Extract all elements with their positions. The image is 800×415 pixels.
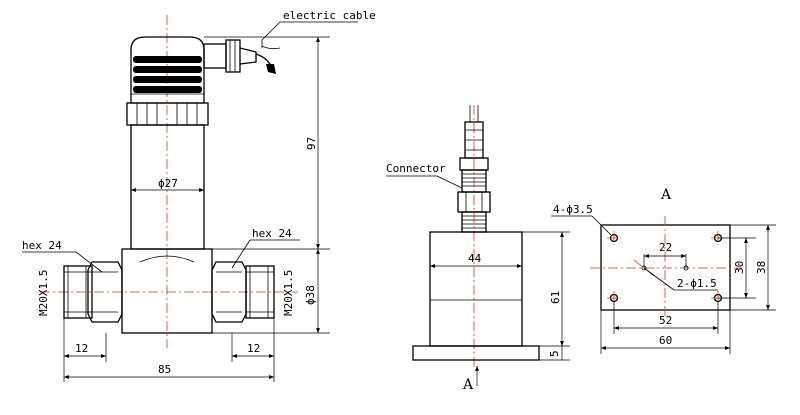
label-diameter-38: ϕ38 [304,285,317,305]
label-plate-height-38: 38 [755,261,768,274]
label-overall-width-85: 85 [158,363,171,376]
label-port-length-right: 12 [247,342,260,355]
label-pin-holes: 2-ϕ1.5 [677,277,717,290]
mounting-plate [600,224,731,311]
side-view: Connector 44 61 5 A [386,105,570,393]
right-process-port [211,261,275,323]
label-hole-spacing-30: 30 [733,261,746,274]
knurled-collar [126,102,209,126]
label-plate-width-60: 60 [659,334,672,347]
label-thread-right: M20X1.5 [282,270,295,316]
left-process-port [63,261,123,323]
label-hex-right: hex 24 [252,227,292,240]
label-mount-holes: 4-ϕ3.5 [553,203,593,216]
label-hole-spacing-52: 52 [659,314,672,327]
label-width-44: 44 [468,252,482,265]
cable-head [130,36,205,104]
front-view: electric cable ϕ27 [22,9,376,382]
side-body [429,231,523,347]
view-a-title: A [660,187,672,203]
pin-holes [633,259,689,277]
label-diameter-27: ϕ27 [158,177,178,190]
label-hole-spacing-22: 22 [659,241,672,254]
label-height-97: 97 [305,137,318,150]
side-base-plate [412,345,540,361]
label-hex-left: hex 24 [22,239,62,252]
label-connector: Connector [386,162,446,175]
label-height-61: 61 [549,291,562,304]
view-a: A 4-ϕ3.5 [551,187,776,354]
section-mark-a: A [462,377,474,393]
label-electric-cable: electric cable [283,9,376,22]
cable-gland [203,39,281,74]
connector-assembly [457,121,491,233]
label-port-length-left: 12 [75,342,88,355]
label-thread-left: M20X1.5 [37,270,50,316]
label-base-thickness-5: 5 [548,350,561,357]
